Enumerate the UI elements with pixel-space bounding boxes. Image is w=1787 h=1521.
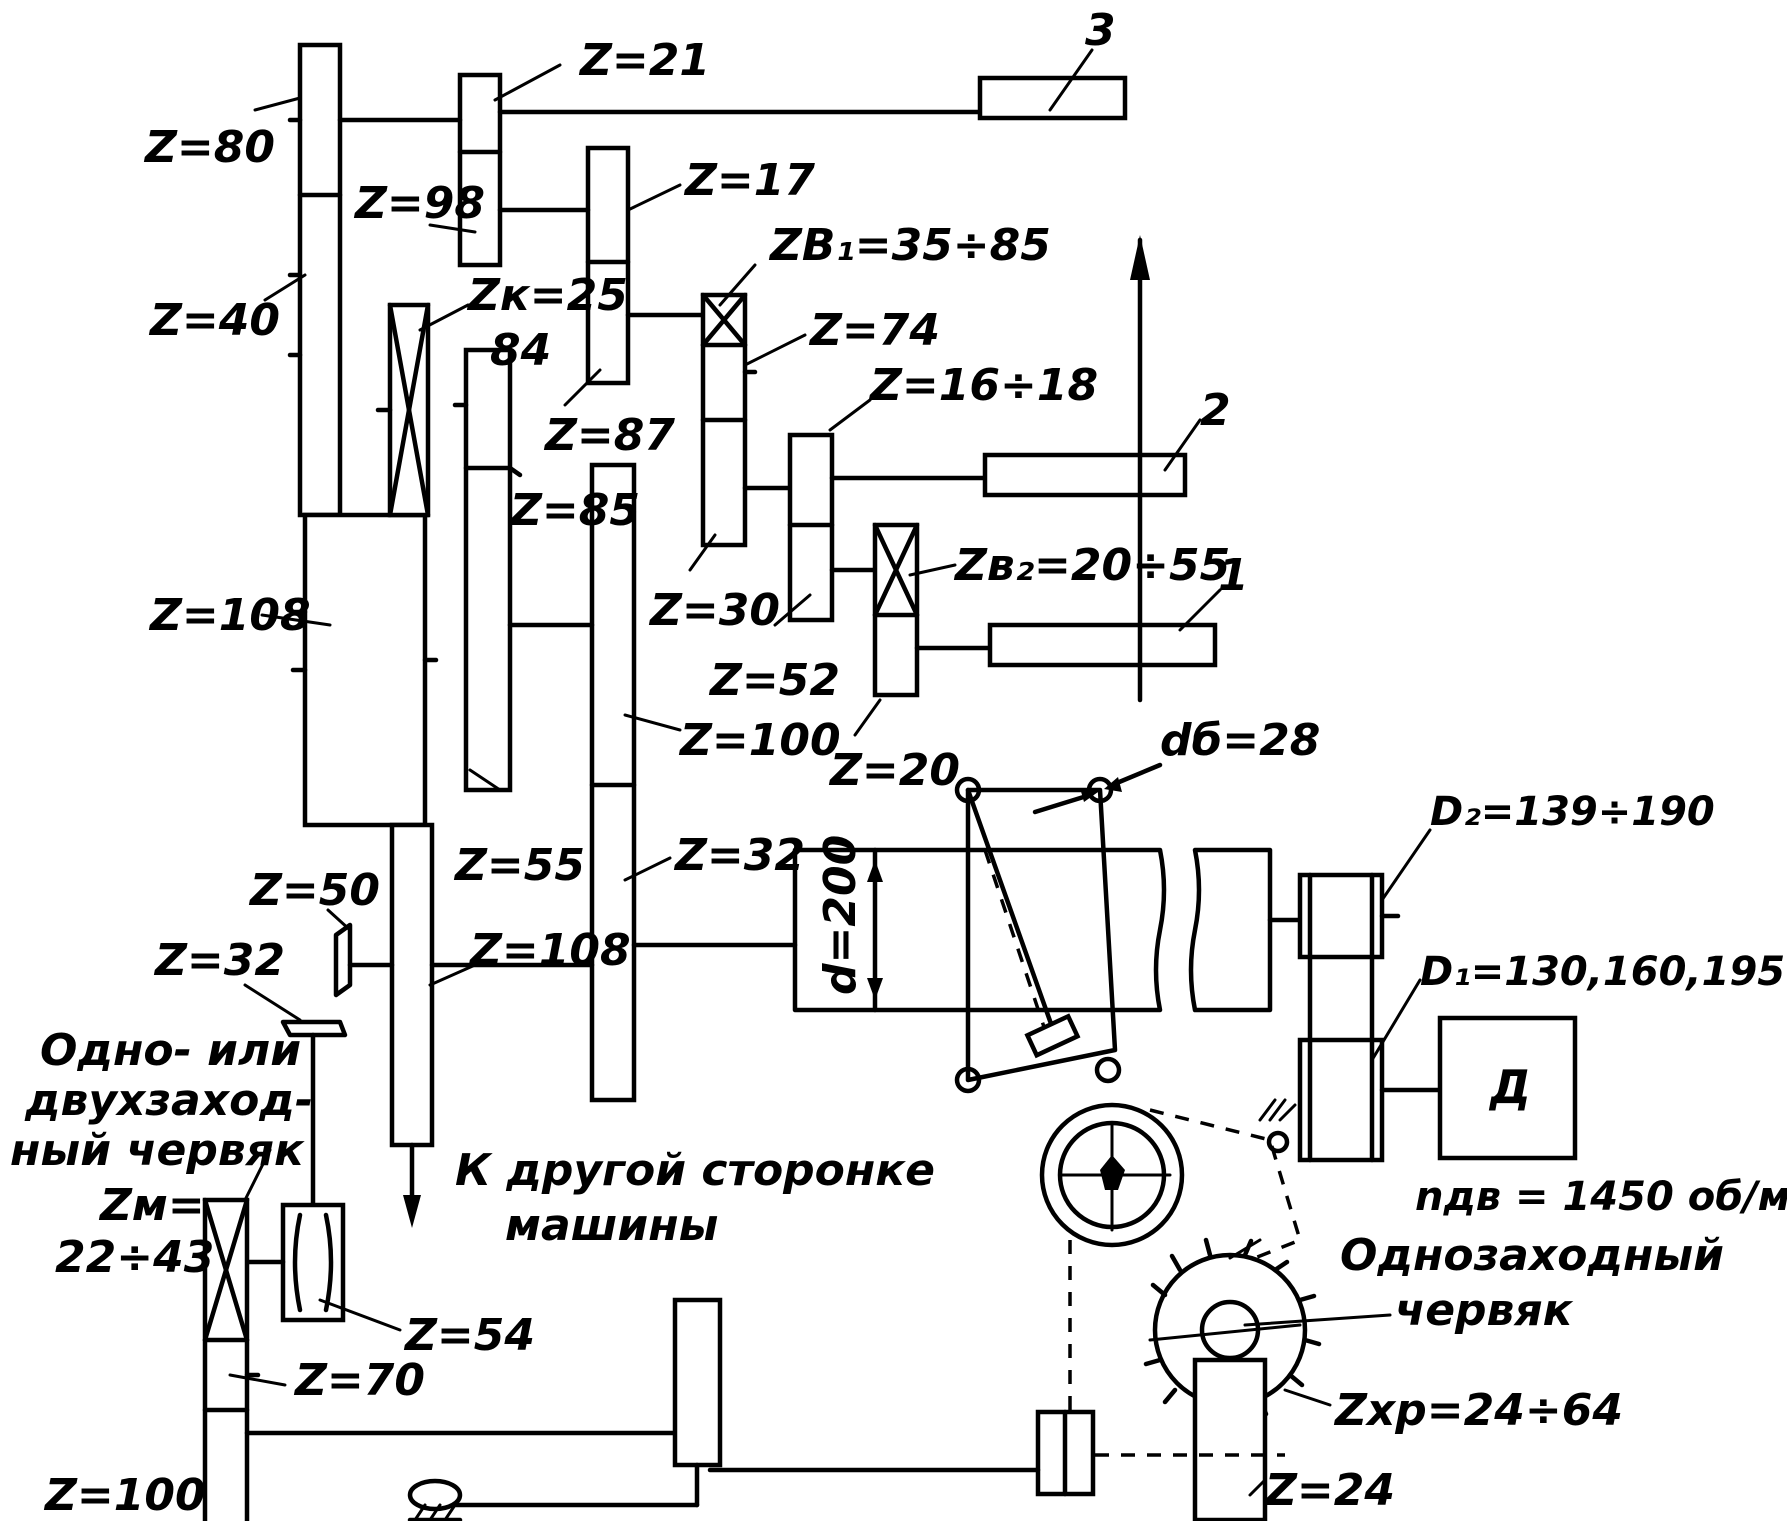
label-z54: Z=54	[403, 1310, 535, 1361]
note-worm-left-1: Одно- или	[40, 1025, 301, 1076]
label-z87: Z=87	[543, 410, 675, 461]
brake-drum	[1039, 1102, 1185, 1248]
output-shaft-to-other-side	[389, 822, 435, 1228]
label-z24: Z=24	[1263, 1465, 1395, 1516]
ground-support-icon	[407, 1478, 463, 1521]
label-z21: Z=21	[578, 35, 710, 86]
label-zk-2: 84	[490, 325, 551, 376]
note-single-worm-1: Однозаходный	[1340, 1230, 1724, 1281]
label-zxp: Zхр=24÷64	[1333, 1385, 1623, 1436]
gear-z16-z52	[787, 432, 835, 623]
callout-1: 1	[1218, 550, 1249, 601]
clutch-zk	[375, 302, 431, 518]
gear-z85-z55	[452, 347, 523, 793]
note-to-other-side-2: машины	[505, 1200, 718, 1251]
callout-3: 3	[1085, 5, 1116, 56]
label-z17: Z=17	[683, 155, 815, 206]
label-z20: Z=20	[828, 745, 960, 796]
label-z74: Z=74	[808, 305, 940, 356]
label-z80: Z=80	[143, 122, 275, 173]
label-db: dб=28	[1160, 715, 1320, 766]
note-worm-left-2: двухзаход-	[24, 1075, 313, 1126]
label-d1: D₁=130,160,195	[1420, 949, 1785, 995]
item3-shaft-end	[977, 75, 1128, 121]
drum-d200	[792, 847, 1273, 1013]
coupling-bottom	[672, 1297, 723, 1508]
callout-2: 2	[1200, 385, 1231, 436]
label-drum-diameter: d=200	[815, 835, 866, 995]
label-zm-2: 22÷43	[55, 1232, 214, 1283]
pulley-d2	[1297, 872, 1401, 960]
label-zb1: ZB₁=35÷85	[768, 220, 1051, 271]
note-to-other-side-1: К другой сторонке	[455, 1145, 935, 1196]
label-z85: Z=85	[508, 485, 640, 536]
label-z50: Z=50	[248, 865, 380, 916]
note-worm-left-3: ный червяк	[10, 1125, 305, 1176]
label-z40: Z=40	[148, 295, 280, 346]
label-z55: Z=55	[453, 840, 585, 891]
gear-z100-z32	[589, 462, 637, 1103]
label-z100-bottom: Z=100	[43, 1470, 206, 1521]
label-z52: Z=52	[708, 655, 840, 706]
item1-shaft-end	[987, 622, 1218, 668]
label-z100-mid: Z=100	[678, 715, 841, 766]
brake-linkage	[1149, 1098, 1303, 1262]
gear-z108-block	[290, 512, 439, 828]
gear-z80-z40-stack	[287, 42, 343, 518]
item2-shaft-end	[982, 452, 1188, 498]
motor-symbol: Д	[1488, 1060, 1531, 1114]
vertical-arrow	[1130, 235, 1150, 703]
label-z70: Z=70	[293, 1355, 425, 1406]
belt	[1307, 954, 1375, 1043]
gear-zb2-z20	[872, 522, 920, 698]
label-motor-speed: nдв = 1450 об/мин	[1415, 1174, 1787, 1220]
worm-assembly-left	[242, 1202, 346, 1323]
label-z16-18: Z=16÷18	[868, 360, 1098, 411]
gear-z17-z87	[585, 145, 631, 386]
label-z32-left: Z=32	[153, 935, 285, 986]
label-z108-left: Z=108	[148, 590, 311, 641]
linkage-frame	[954, 762, 1163, 1094]
label-z32-mid: Z=32	[673, 830, 805, 881]
note-single-worm-2: червяк	[1395, 1285, 1574, 1336]
label-z108-mid: Z=108	[468, 925, 631, 976]
motor-box: Д	[1437, 1015, 1578, 1161]
label-zb2: Zв₂=20÷55	[953, 540, 1230, 591]
gear-zb1-z74-z30	[700, 292, 758, 548]
leader-lines	[228, 48, 1432, 1497]
worm-gear-bottom-right	[1035, 1357, 1285, 1521]
gear-z21-z98	[457, 72, 503, 268]
label-zk-1: Zк=25	[466, 270, 628, 321]
label-z98: Z=98	[353, 178, 485, 229]
label-d2: D₂=139÷190	[1430, 789, 1715, 835]
label-z30: Z=30	[648, 585, 780, 636]
bevel-gears	[280, 922, 395, 1208]
pulley-d1	[1297, 1037, 1385, 1163]
label-zm-1: Zм=	[98, 1180, 205, 1231]
